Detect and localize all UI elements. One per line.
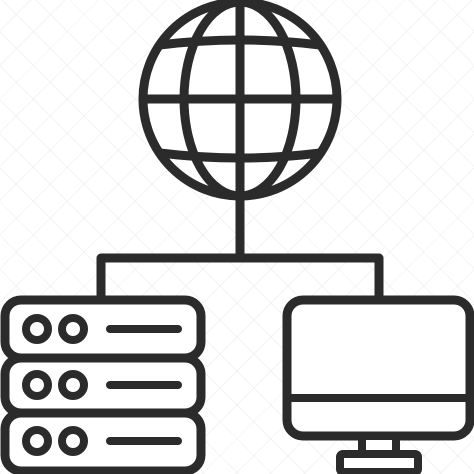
connector-branch: [96, 253, 384, 305]
server-middle-light-2: [58, 370, 88, 400]
server-unit-bottom: [0, 408, 206, 474]
server-top-light-1: [22, 314, 52, 344]
server-rack-icon: [0, 295, 206, 474]
server-middle-light-1: [22, 370, 52, 400]
globe-parallel-north: [155, 35, 325, 50]
server-bottom-light-1: [22, 426, 52, 456]
server-bottom-light-2: [58, 426, 88, 456]
monitor-stand: [336, 450, 422, 474]
monitor-icon: [282, 295, 474, 474]
globe-icon: [138, 0, 342, 201]
globe-parallel-south: [155, 148, 325, 163]
server-top-light-2: [58, 314, 88, 344]
monitor-screen: [282, 295, 474, 441]
connector-lines: [96, 191, 384, 305]
